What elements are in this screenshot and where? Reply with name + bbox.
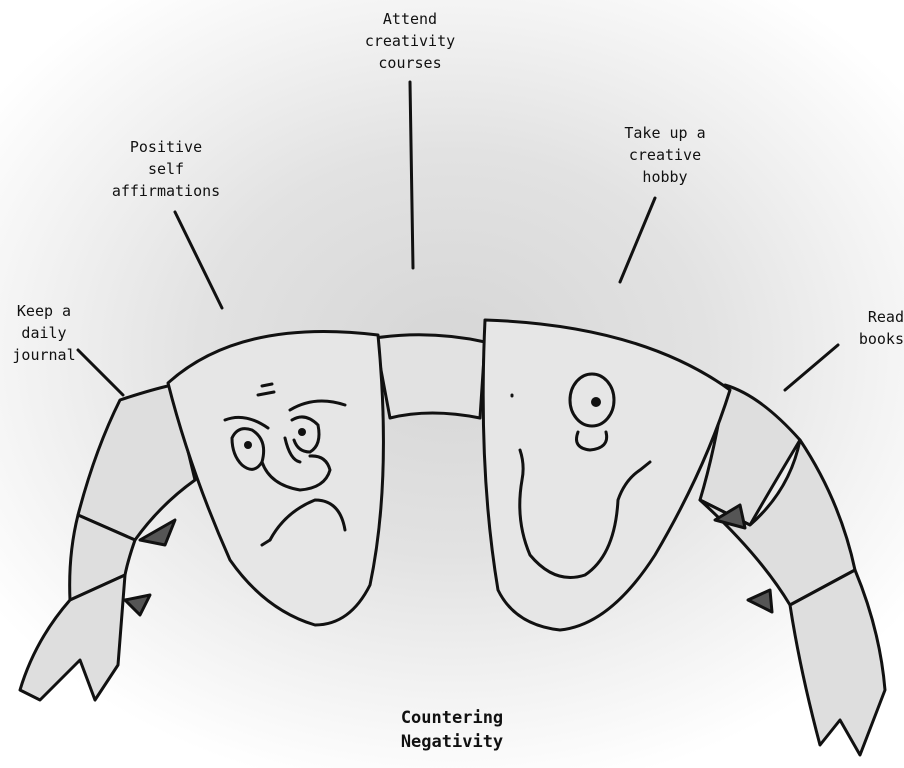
pointer-line-hobby — [620, 198, 655, 282]
title-line: Countering — [342, 706, 562, 730]
label-line: creativity — [350, 30, 470, 52]
label-line: courses — [350, 52, 470, 74]
label-line: Read — [842, 306, 904, 328]
label-line: journal — [4, 344, 84, 366]
pointer-line-books — [785, 345, 838, 390]
label-attend-creativity-courses: Attend creativity courses — [350, 8, 470, 74]
left-ribbon — [20, 385, 195, 700]
label-positive-self-affirmations: Positive self affirmations — [96, 136, 236, 202]
angry-mask — [168, 331, 383, 625]
label-line: hobby — [610, 166, 720, 188]
happy-mask — [483, 320, 730, 630]
pointer-line-courses — [410, 82, 413, 268]
label-take-up-creative-hobby: Take up a creative hobby — [610, 122, 720, 188]
label-line: self — [96, 158, 236, 180]
diagram-title: Countering Negativity — [342, 706, 562, 754]
label-line: Keep a — [4, 300, 84, 322]
label-line: Attend — [350, 8, 470, 30]
title-line: Negativity — [342, 730, 562, 754]
label-line: Positive — [96, 136, 236, 158]
label-line: creative — [610, 144, 720, 166]
pointer-line-affirmations — [175, 212, 222, 308]
label-keep-daily-journal: Keep a daily journal — [4, 300, 84, 366]
label-read-books: Read books — [842, 306, 904, 350]
connecting-band — [375, 335, 485, 418]
label-line: affirmations — [96, 180, 236, 202]
label-line: books — [842, 328, 904, 350]
pointer-line-journal — [78, 350, 123, 395]
label-line: daily — [4, 322, 84, 344]
right-ribbon — [700, 385, 885, 755]
label-line: Take up a — [610, 122, 720, 144]
